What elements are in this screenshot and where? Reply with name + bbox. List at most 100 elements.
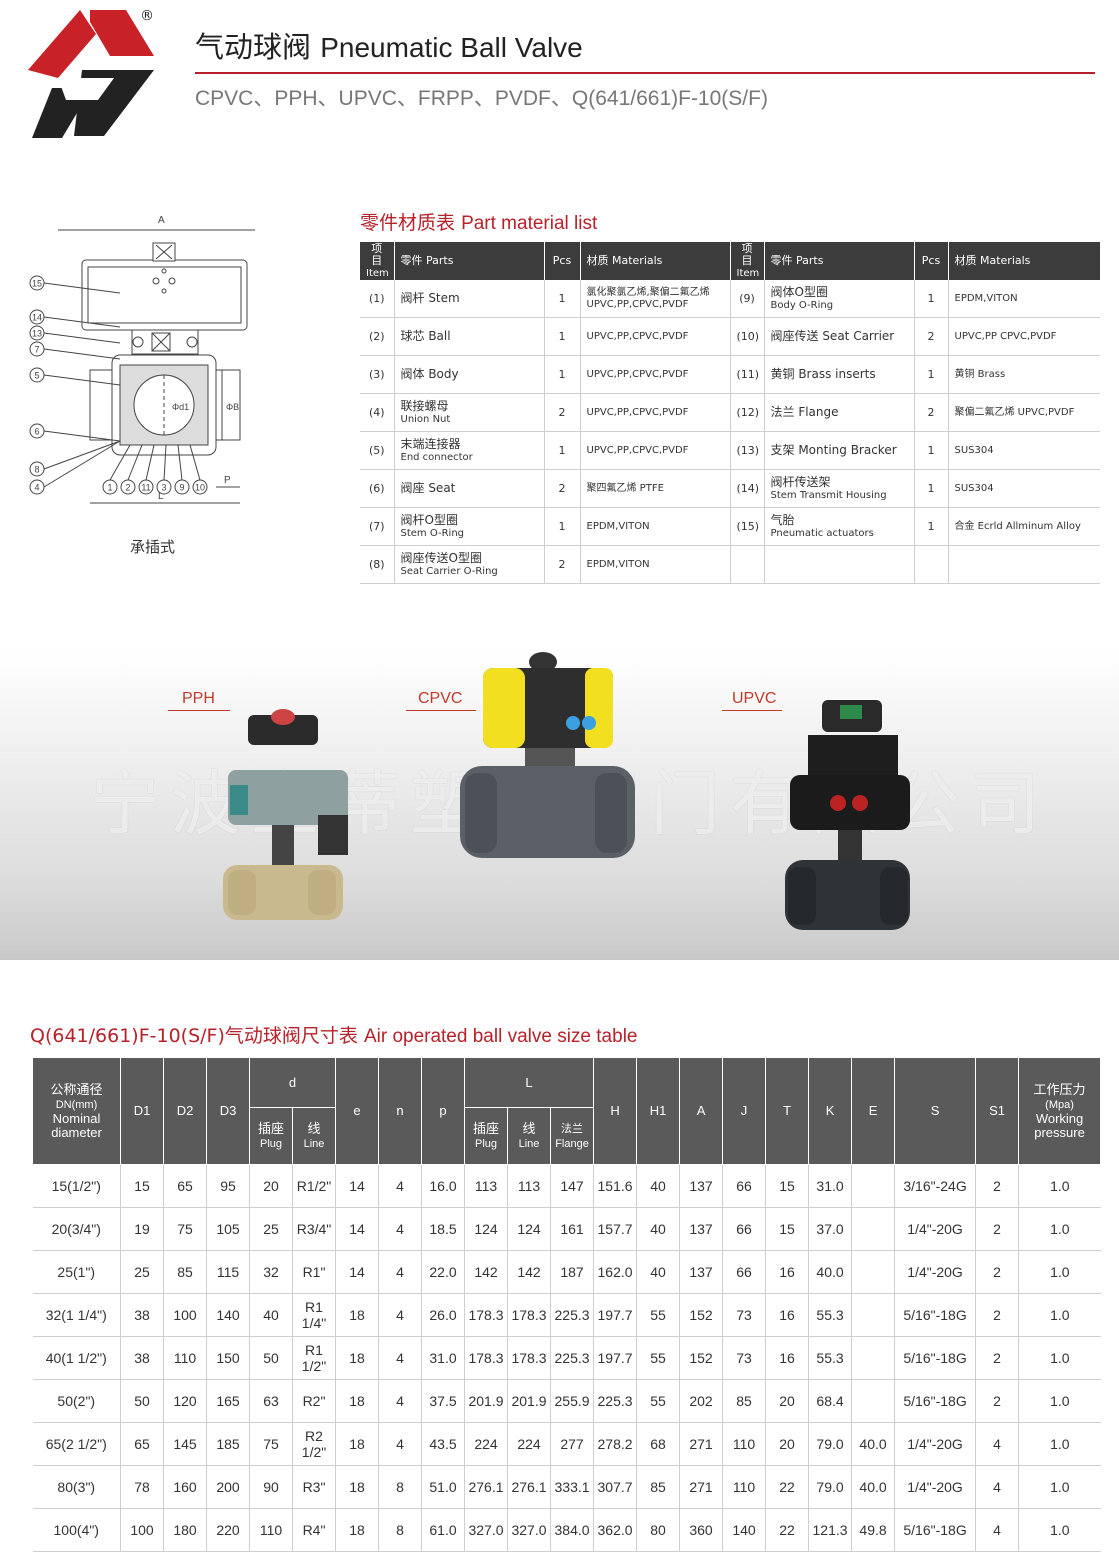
size-cell: 14 — [335, 1207, 380, 1251]
size-cell: 68.4 — [808, 1379, 853, 1423]
part-name-en: Stem Transmit Housing — [770, 489, 887, 501]
material-cell: UPVC,PP CPVC,PVDF — [948, 317, 1100, 356]
size-cell: 75 — [163, 1207, 207, 1251]
size-cell: 2 — [975, 1250, 1020, 1294]
size-cell: 66 — [722, 1250, 767, 1294]
size-cell: 224 — [464, 1422, 509, 1466]
size-cell: 18 — [335, 1336, 380, 1380]
size-cell: 8 — [378, 1465, 423, 1509]
size-heading-cn: Q(641/661)F-10(S/F)气动球阀尺寸表 — [30, 1025, 358, 1047]
callout-number: 2 — [125, 483, 130, 493]
callout-bottom: 3 — [156, 444, 172, 495]
size-cell: 26.0 — [421, 1293, 466, 1337]
pcs-cell: 1 — [914, 469, 949, 508]
part-name-en: Seat Carrier O-Ring — [400, 565, 498, 577]
size-table-heading: Q(641/661)F-10(S/F)气动球阀尺寸表 Air operated … — [30, 1021, 637, 1048]
size-cell: 20(3/4") — [32, 1207, 121, 1251]
title-cn: 气动球阀 — [195, 30, 312, 64]
size-cell: R2" — [292, 1379, 337, 1423]
callout-left: 14 — [29, 309, 121, 328]
size-cell: 5/16"-18G — [894, 1336, 977, 1380]
upvc-valve-image — [780, 695, 920, 935]
callout-number: 15 — [32, 279, 42, 289]
title-en: Pneumatic Ball Valve — [320, 32, 583, 63]
dim-label-l: L — [158, 491, 164, 502]
part-name: 球芯 Ball — [400, 329, 451, 343]
size-cell: 16 — [765, 1250, 810, 1294]
material-cell: EPDM,VITON — [580, 545, 731, 584]
size-cell — [851, 1207, 896, 1251]
callout-bottom: 10 — [189, 444, 208, 495]
size-cell: 49.8 — [851, 1508, 896, 1552]
size-cell: 162.0 — [593, 1250, 638, 1294]
size-cell: 25 — [249, 1207, 293, 1251]
header-d2: D2 — [163, 1057, 207, 1165]
size-cell: 327.0 — [464, 1508, 509, 1552]
part-cell: 法兰 Flange — [764, 393, 915, 432]
size-cell: 25(1") — [32, 1250, 121, 1294]
item-cell: (11) — [730, 355, 765, 394]
size-cell: 18 — [335, 1508, 380, 1552]
size-cell: 37.5 — [421, 1379, 466, 1423]
size-cell: 105 — [206, 1207, 250, 1251]
size-cell: R3/4" — [292, 1207, 337, 1251]
pcs-cell: 2 — [544, 545, 581, 584]
size-cell: 150 — [206, 1336, 250, 1380]
size-cell: 1.0 — [1018, 1465, 1101, 1509]
pcs-cell: 1 — [544, 280, 581, 318]
pcs-cell: 2 — [544, 393, 581, 432]
part-cell — [764, 545, 915, 584]
size-cell: 14 — [335, 1164, 380, 1208]
item-cell: (6) — [360, 469, 395, 508]
size-cell: 124 — [507, 1207, 552, 1251]
callout-left: 15 — [29, 275, 121, 294]
size-cell: 15 — [765, 1207, 810, 1251]
header-s: S — [894, 1057, 977, 1165]
part-name: 阀体 Body — [400, 367, 459, 381]
size-cell: 2 — [975, 1164, 1020, 1208]
size-cell: 2 — [975, 1207, 1020, 1251]
size-cell: 18 — [335, 1379, 380, 1423]
dim-label-a: A — [158, 215, 165, 226]
size-cell: 115 — [206, 1250, 250, 1294]
size-cell: 140 — [722, 1508, 767, 1552]
part-name: 末端连接器 — [400, 436, 461, 451]
size-cell: 4 — [378, 1422, 423, 1466]
pcs-cell: 2 — [914, 393, 949, 432]
size-cell: 121.3 — [808, 1508, 853, 1552]
size-cell: 55 — [636, 1379, 681, 1423]
size-cell: 65(2 1/2") — [32, 1422, 121, 1466]
size-cell — [851, 1293, 896, 1337]
size-cell: 40 — [636, 1250, 681, 1294]
material-cell: SUS304 — [948, 469, 1100, 508]
drawing-caption: 承插式 — [130, 538, 176, 556]
size-cell: 147 — [550, 1164, 595, 1208]
size-cell: 110 — [722, 1422, 767, 1466]
size-cell: 20 — [765, 1379, 810, 1423]
size-cell — [851, 1379, 896, 1423]
material-cell: UPVC,PP,CPVC,PVDF — [580, 355, 731, 394]
part-cell: 支架 Monting Bracker — [764, 431, 915, 470]
size-cell: 113 — [464, 1164, 509, 1208]
size-cell: 40.0 — [851, 1422, 896, 1466]
material-cell: EPDM,VITON — [948, 280, 1100, 318]
size-cell: 85 — [163, 1250, 207, 1294]
part-name: 阀杆O型圈 — [400, 512, 458, 527]
size-cell: 384.0 — [550, 1508, 595, 1552]
size-cell: 15 — [765, 1164, 810, 1208]
size-cell: 276.1 — [464, 1465, 509, 1509]
title-divider — [195, 72, 1095, 74]
